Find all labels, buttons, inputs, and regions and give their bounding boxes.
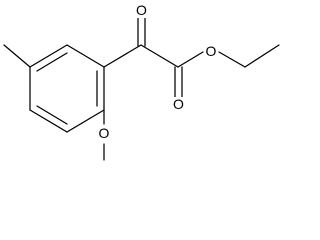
oxygen-symbol: O xyxy=(206,43,217,59)
ethyl-bond xyxy=(244,44,280,68)
ketoester-chain xyxy=(103,15,280,99)
ring-bond-4-inner xyxy=(36,105,68,125)
ring-bond-3 xyxy=(66,109,105,133)
atom-label-carbonyl-oxygen: O xyxy=(135,2,148,18)
oxygen-symbol: O xyxy=(99,125,110,141)
keto-to-ester-bond xyxy=(140,44,179,68)
atom-label-methoxy-oxygen: O xyxy=(97,125,111,142)
ring-bond-4 xyxy=(29,109,68,133)
chemical-structure: O O O O xyxy=(3,2,280,161)
atom-label-ester-oxygen: O xyxy=(204,43,218,60)
ring-bond-6 xyxy=(29,44,68,68)
ring-to-keto-bond xyxy=(103,44,142,68)
benzene-ring xyxy=(29,44,105,133)
ester-c-o-bond xyxy=(177,51,204,68)
oxygen-symbol: O xyxy=(136,2,147,18)
ring-bond-1 xyxy=(66,44,105,68)
ring-bond-6-inner xyxy=(36,52,68,72)
ester-o-ch2-bond xyxy=(218,51,246,68)
methyl-bond xyxy=(3,44,31,68)
atom-label-ester-carbonyl-oxygen: O xyxy=(172,96,185,113)
oxygen-symbol: O xyxy=(173,96,184,112)
